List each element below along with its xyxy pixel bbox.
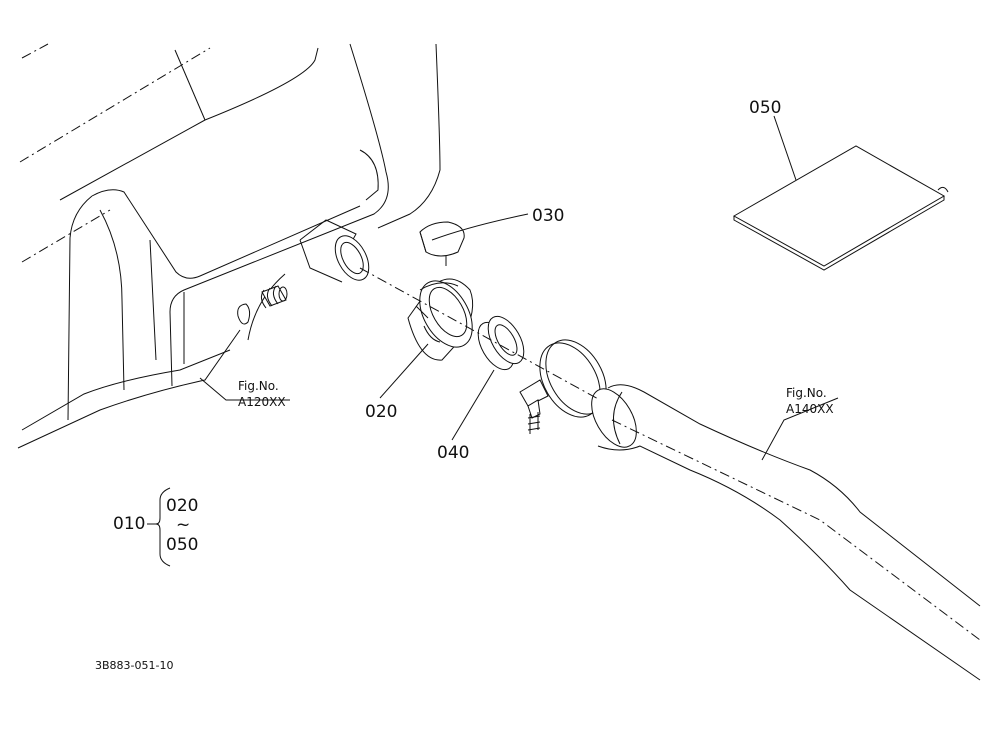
part-050-document <box>732 145 949 271</box>
assembly-bracket: 010 020 ~ 050 <box>113 487 198 567</box>
part-040-grommet <box>477 315 525 371</box>
assembly-tilde: ~ <box>176 515 190 535</box>
fig-ref-right-line1: Fig.No. <box>786 386 827 400</box>
fuel-tank <box>17 43 441 449</box>
hose-clamp <box>519 339 607 434</box>
explode-axis <box>359 267 601 401</box>
drawing-code: 3B883-051-10 <box>95 659 173 672</box>
part-030-cap <box>419 221 465 257</box>
callout-050: 050 <box>749 98 781 118</box>
fig-ref-left-line2: A120XX <box>238 395 286 409</box>
assembly-to: 050 <box>166 535 198 555</box>
fig-ref-left-line1: Fig.No. <box>238 379 279 393</box>
leader-lines <box>199 115 839 461</box>
fig-ref-right-line2: A140XX <box>786 402 834 416</box>
assembly-parent: 010 <box>113 514 145 534</box>
fuel-hose <box>591 384 981 681</box>
callout-040: 040 <box>437 443 469 463</box>
part-020-bushing <box>407 278 474 361</box>
assembly-from: 020 <box>166 496 198 516</box>
tank-outlet-pipe <box>299 219 370 283</box>
callout-020: 020 <box>365 402 397 422</box>
callout-030: 030 <box>532 206 564 226</box>
